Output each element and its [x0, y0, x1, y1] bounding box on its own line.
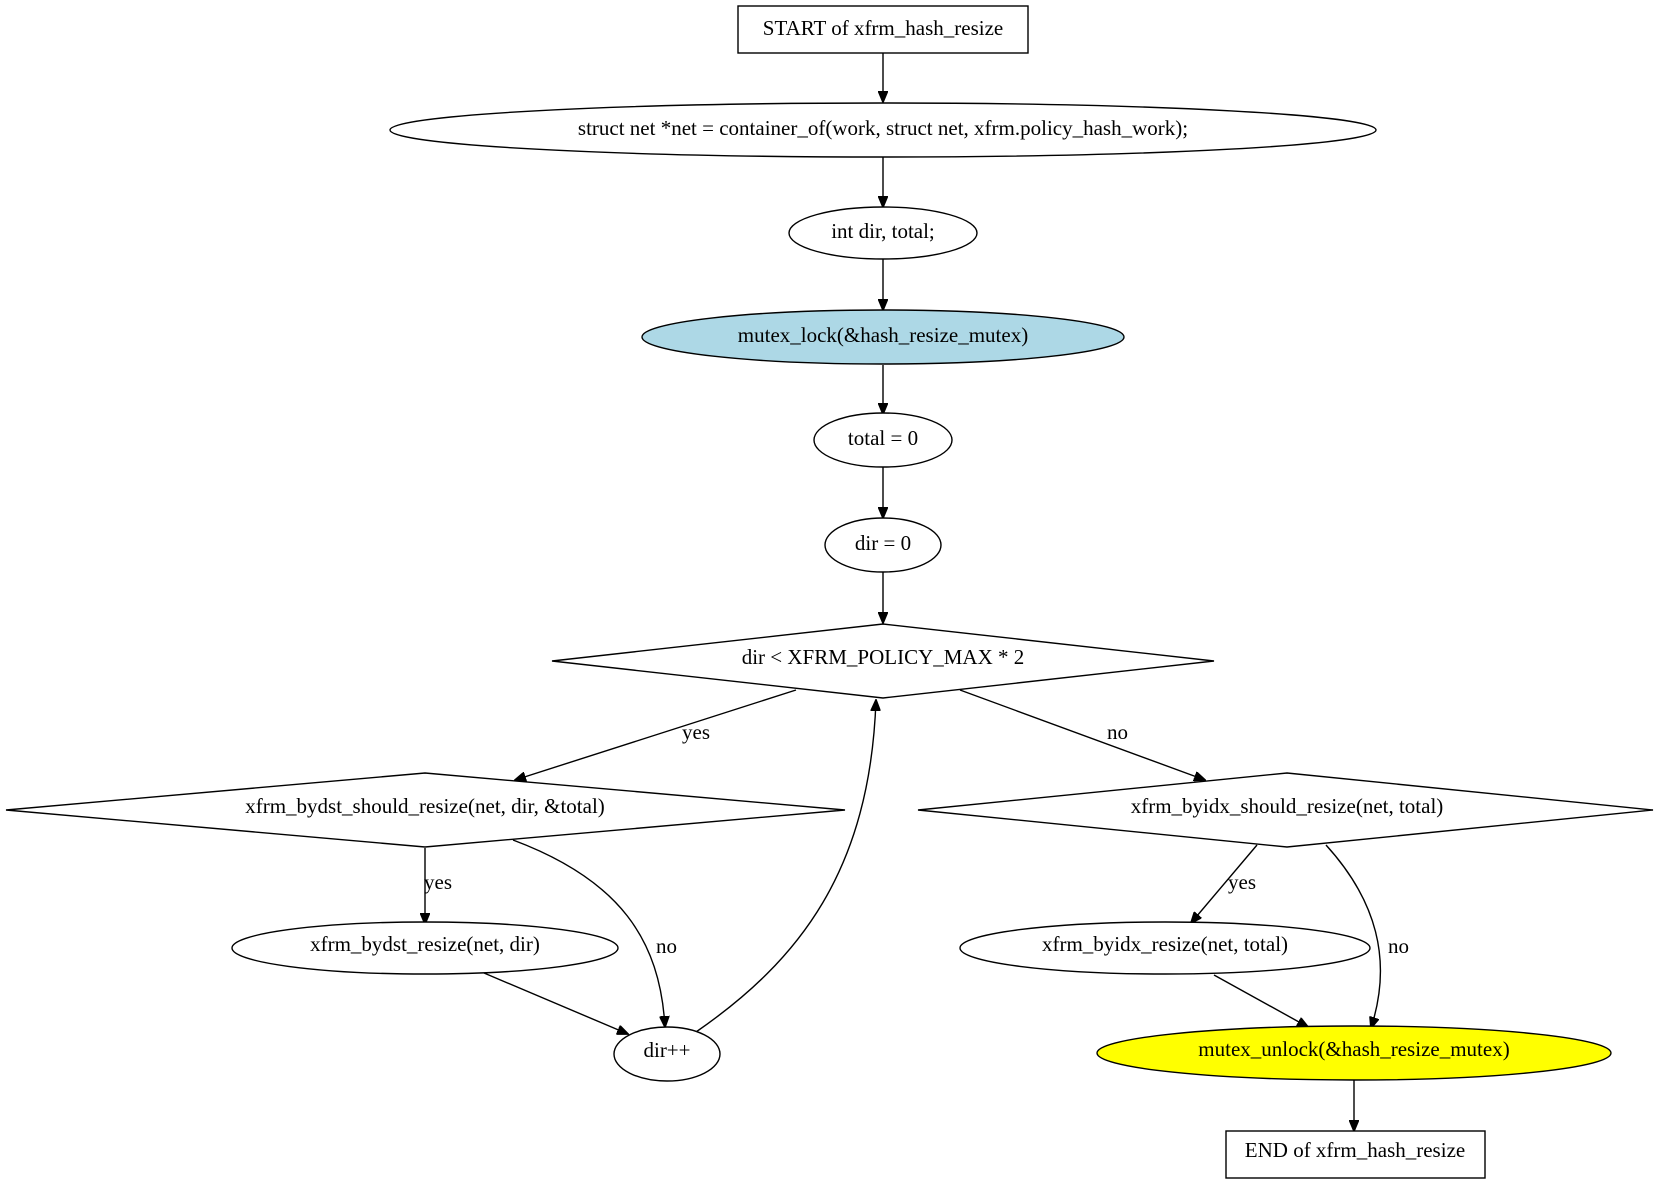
node-int-decl: int dir, total; [788, 206, 978, 260]
nodes: START of xfrm_hash_resize struct net *ne… [5, 5, 1654, 1179]
edge-label-yes: yes [1228, 870, 1256, 894]
node-byidx-resize: xfrm_byidx_resize(net, total) [959, 921, 1371, 975]
net-decl-label: struct net *net = container_of(work, str… [578, 116, 1188, 140]
node-total-zero: total = 0 [813, 412, 953, 468]
byidx-resize-label: xfrm_byidx_resize(net, total) [1042, 932, 1288, 956]
mutex-unlock-ellipse [1096, 1025, 1612, 1081]
byidx-should-label: xfrm_byidx_should_resize(net, total) [1131, 794, 1444, 818]
node-mutex-lock: mutex_lock(&hash_resize_mutex) [641, 309, 1125, 365]
edge-bydst-should-no-to-dir-inc [512, 839, 665, 1027]
end-box [1225, 1130, 1486, 1179]
start-box [737, 5, 1029, 54]
start-label: START of xfrm_hash_resize [763, 16, 1003, 40]
edge-bydst-resize-to-dir-inc [483, 972, 628, 1034]
loop-cond-label: dir < XFRM_POLICY_MAX * 2 [742, 645, 1025, 669]
dir-inc-label: dir++ [643, 1038, 690, 1062]
int-decl-label: int dir, total; [831, 219, 935, 243]
end-label: END of xfrm_hash_resize [1245, 1138, 1465, 1162]
edge-label-no: no [656, 934, 677, 958]
bydst-should-diamond [5, 772, 846, 848]
edge-loop-cond-no-to-byidx-should [959, 689, 1205, 780]
edge-byidx-resize-to-mutex-unlock [1213, 974, 1308, 1027]
loop-cond-diamond [551, 623, 1215, 699]
total-zero-label: total = 0 [848, 426, 918, 450]
mutex-lock-ellipse [641, 309, 1125, 365]
int-decl-ellipse [788, 206, 978, 260]
node-end: END of xfrm_hash_resize [1225, 1130, 1486, 1179]
node-bydst-resize: xfrm_bydst_resize(net, dir) [231, 921, 619, 975]
node-dir-inc: dir++ [613, 1026, 721, 1082]
dir-inc-ellipse [613, 1026, 721, 1082]
node-byidx-should: xfrm_byidx_should_resize(net, total) [917, 772, 1654, 848]
edge-label-no: no [1388, 934, 1409, 958]
node-loop-cond: dir < XFRM_POLICY_MAX * 2 [551, 623, 1215, 699]
node-net-decl: struct net *net = container_of(work, str… [389, 102, 1377, 158]
net-decl-ellipse [389, 102, 1377, 158]
dir-zero-label: dir = 0 [855, 531, 911, 555]
dir-zero-ellipse [824, 517, 942, 573]
bydst-resize-ellipse [231, 921, 619, 975]
node-bydst-should: xfrm_bydst_should_resize(net, dir, &tota… [5, 772, 846, 848]
edge-label-no: no [1107, 720, 1128, 744]
bydst-should-label: xfrm_bydst_should_resize(net, dir, &tota… [245, 794, 605, 818]
edge-dir-inc-to-loop-cond [695, 700, 876, 1033]
edge-loop-cond-yes-to-bydst-should [515, 689, 797, 780]
edge-label-yes: yes [682, 720, 710, 744]
bydst-resize-label: xfrm_bydst_resize(net, dir) [310, 932, 540, 956]
mutex-lock-label: mutex_lock(&hash_resize_mutex) [738, 323, 1028, 347]
edge-byidx-should-yes-to-byidx-resize [1191, 844, 1258, 923]
total-zero-ellipse [813, 412, 953, 468]
node-dir-zero: dir = 0 [824, 517, 942, 573]
mutex-unlock-label: mutex_unlock(&hash_resize_mutex) [1198, 1037, 1509, 1061]
byidx-should-diamond [917, 772, 1654, 848]
edge-label-yes: yes [424, 870, 452, 894]
edges: yes no yes no yes no [424, 53, 1409, 1131]
edge-byidx-should-no-to-mutex-unlock [1325, 844, 1382, 1028]
byidx-resize-ellipse [959, 921, 1371, 975]
node-start: START of xfrm_hash_resize [737, 5, 1029, 54]
node-mutex-unlock: mutex_unlock(&hash_resize_mutex) [1096, 1025, 1612, 1081]
